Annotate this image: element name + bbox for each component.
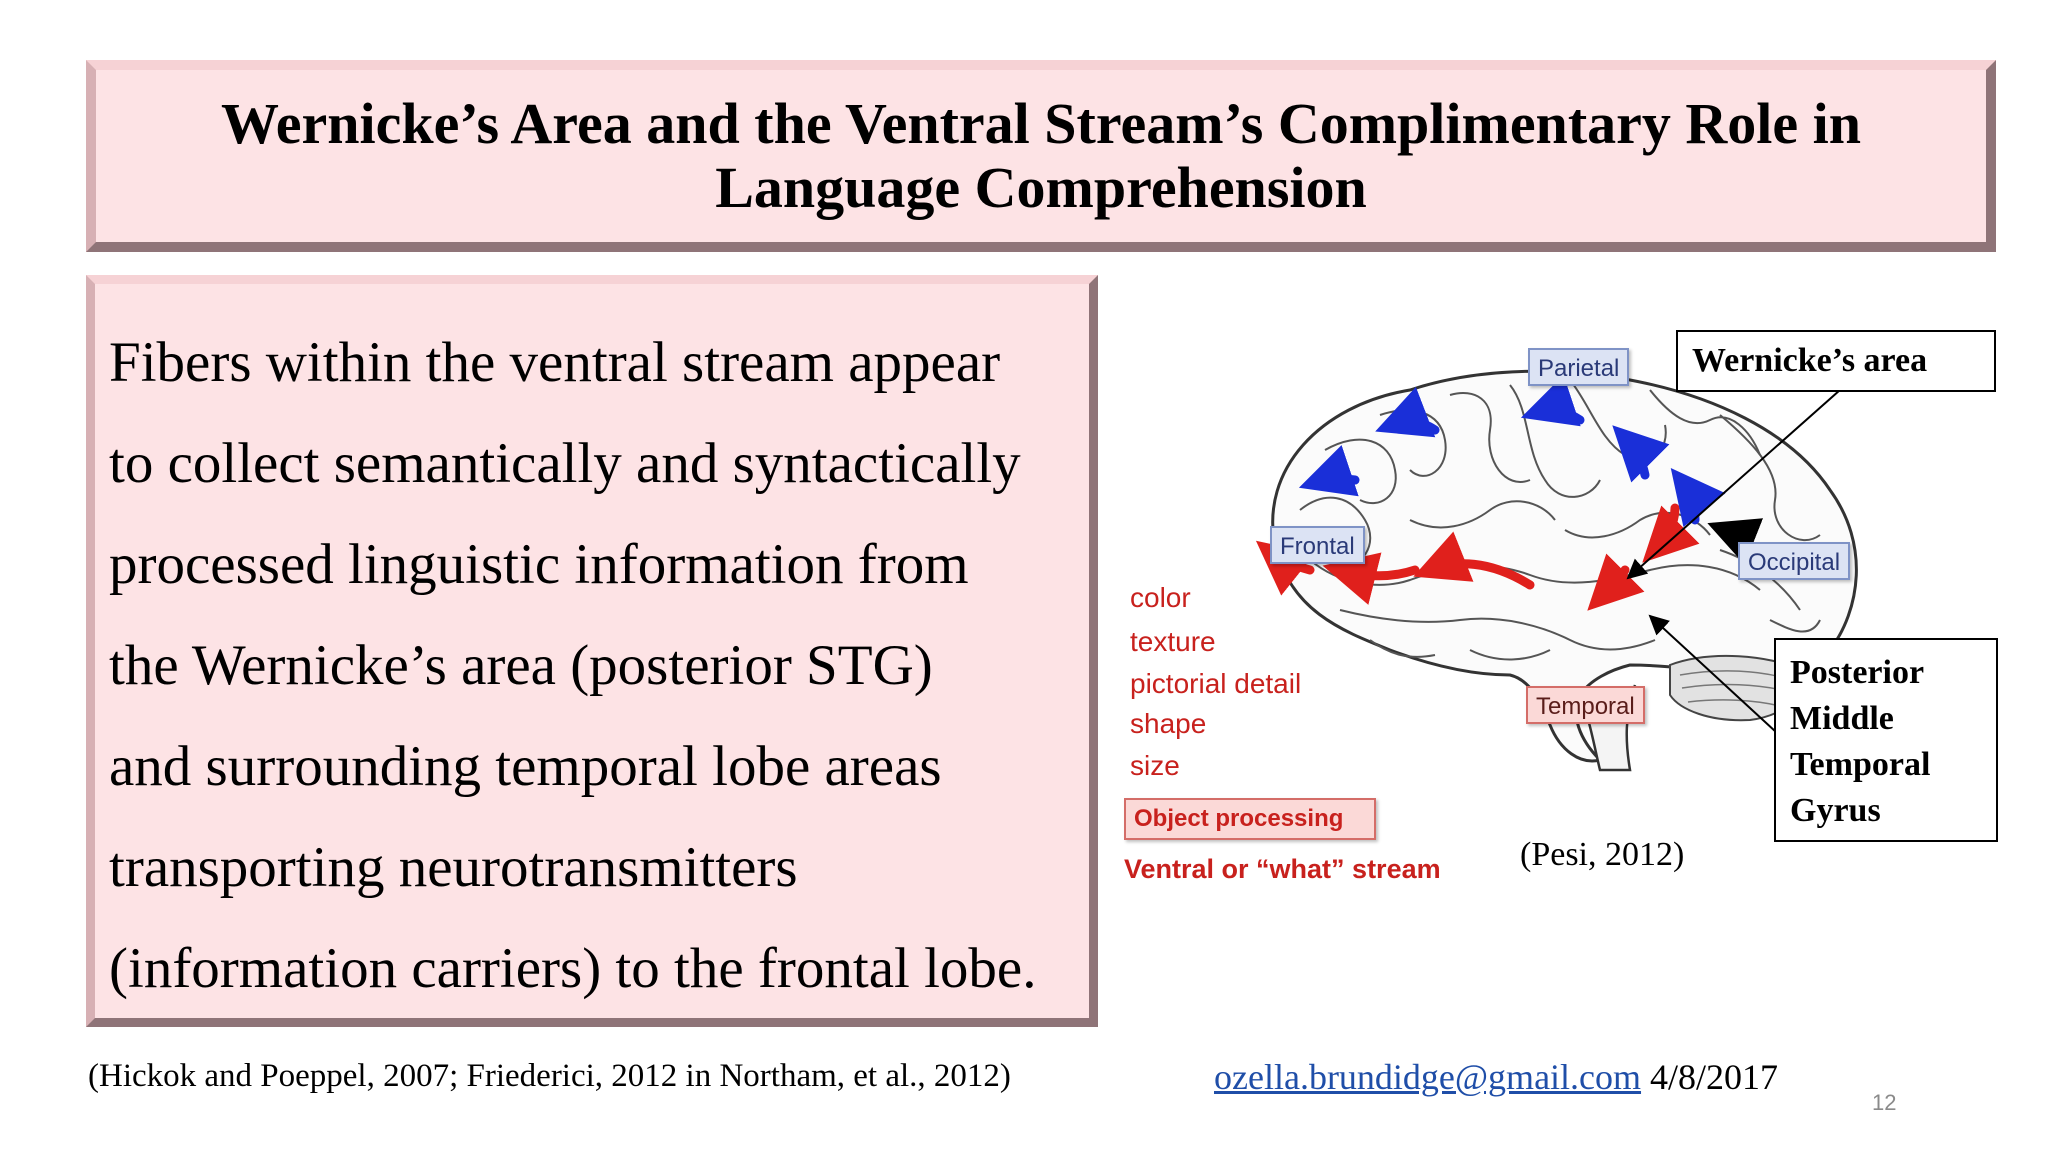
email-link[interactable]: ozella.brundidge@gmail.com [1214, 1057, 1642, 1097]
object-processing-label: Object processing [1124, 798, 1376, 840]
pmtg-line-4: Gyrus [1790, 792, 1881, 829]
page-number: 12 [1872, 1090, 1897, 1115]
dorsal-arrow-1 [1375, 386, 1440, 438]
temporal-label: Temporal [1526, 686, 1645, 724]
figure-citation: (Pesi, 2012) [1520, 836, 1685, 873]
slide-title-line-2: Language Comprehension [715, 155, 1367, 220]
body-line-6: transporting neurotransmitters [109, 836, 798, 899]
pmtg-line-3: Temporal [1790, 746, 1931, 783]
feature-color: color [1130, 582, 1191, 613]
occipital-arrow [1707, 518, 1764, 565]
dorsal-arrow-2 [1298, 445, 1360, 497]
ventral-arrow-1 [1413, 531, 1535, 590]
frontal-label: Frontal [1270, 526, 1365, 564]
posterior-middle-temporal-gyrus-callout: Posterior Middle Temporal Gyrus [1774, 638, 1998, 842]
body-line-2: to collect semantically and syntacticall… [109, 432, 1021, 495]
pmtg-line-1: Posterior [1790, 654, 1925, 691]
feature-shape: shape [1130, 708, 1207, 739]
feature-texture: texture [1130, 626, 1216, 657]
footer-citation: (Hickok and Poeppel, 2007; Friederici, 2… [88, 1058, 1011, 1094]
wernicke-area-callout: Wernicke’s area [1676, 330, 1996, 392]
title-banner: Wernicke’s Area and the Ventral Stream’s… [86, 60, 1996, 252]
body-line-4: the Wernicke’s area (posterior STG) [109, 634, 933, 697]
pmtg-leader-line [1648, 614, 1777, 733]
footer-contact: ozella.brundidge@gmail.com 4/8/2017 [1214, 1056, 1778, 1098]
dorsal-arrow-5 [1670, 467, 1726, 527]
parietal-label: Parietal [1528, 348, 1630, 386]
body-text-panel: Fibers within the ventral stream appear … [86, 275, 1098, 1027]
feature-pictorial-detail: pictorial detail [1130, 668, 1302, 699]
body-line-7: (information carriers) to the frontal lo… [109, 937, 1037, 1000]
ventral-arrow-4 [1587, 553, 1645, 611]
dorsal-arrow-4 [1612, 425, 1670, 483]
ventral-arrow-2 [1322, 552, 1420, 605]
wernicke-leader-line [1626, 389, 1841, 580]
body-line-1: Fibers within the ventral stream appear [109, 331, 1001, 394]
ventral-stream-label: Ventral or “what” stream [1124, 854, 1441, 884]
occipital-label: Occipital [1738, 542, 1851, 580]
dorsal-arrow-3 [1520, 375, 1585, 427]
body-line-3: processed linguistic information from [109, 533, 969, 596]
feature-size: size [1130, 750, 1180, 781]
body-line-5: and surrounding temporal lobe areas [109, 735, 942, 798]
brain-figure: Parietal Frontal Occipital Temporal Wern… [1110, 320, 2010, 900]
slide-title-line-1: Wernicke’s Area and the Ventral Stream’s… [220, 91, 1861, 156]
pmtg-line-2: Middle [1790, 700, 1894, 737]
slide-date: 4/8/2017 [1650, 1057, 1779, 1097]
